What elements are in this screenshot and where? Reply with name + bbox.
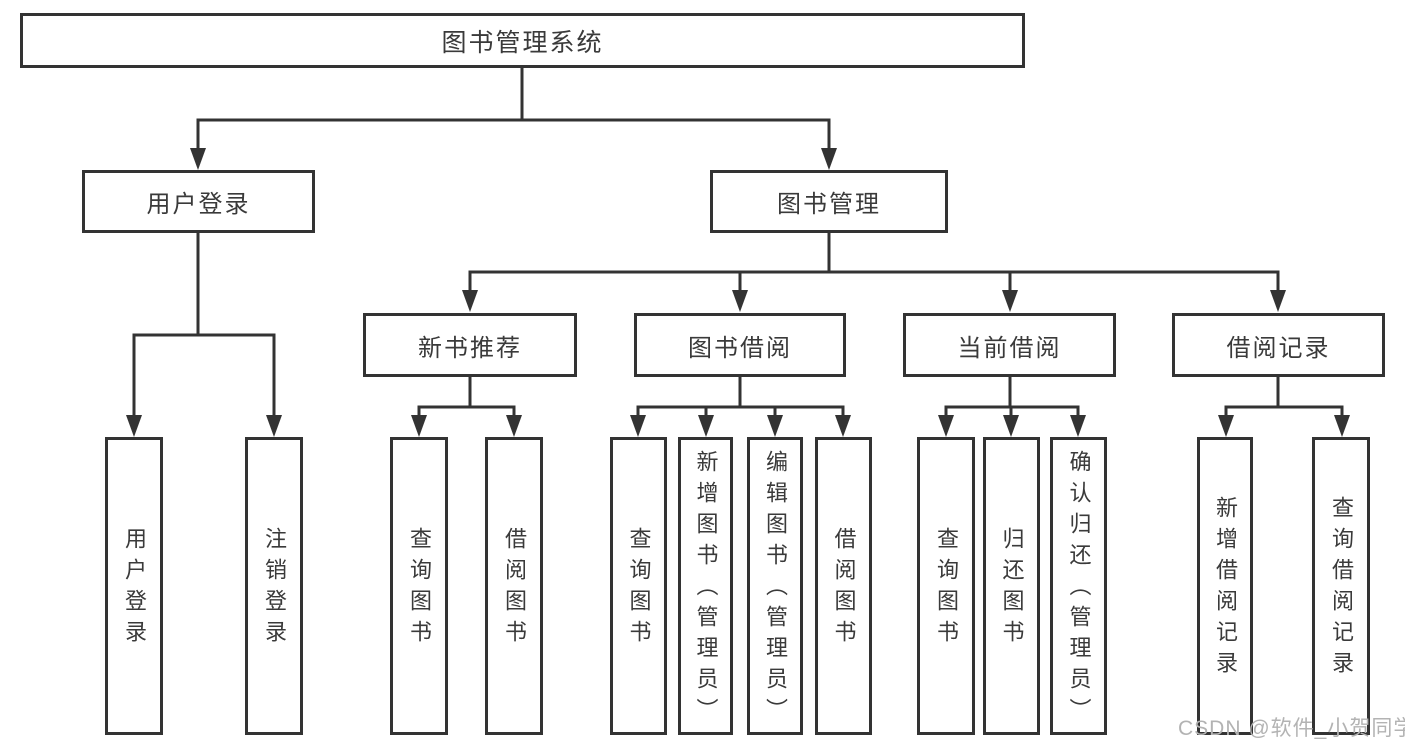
leaf-query-books-current: 查询图书 <box>917 437 975 735</box>
leaf-query-books-borrow: 查询图书 <box>610 437 667 735</box>
arrowheads-records-children <box>1218 415 1350 437</box>
leaf-borrow-books-recommend: 借阅图书 <box>485 437 543 735</box>
arrowheads-level2 <box>190 148 837 170</box>
node-user-login: 用户登录 <box>82 170 315 233</box>
leaf-return-books: 归还图书 <box>983 437 1040 735</box>
arrowheads-borrow-children <box>630 415 851 437</box>
node-book-management: 图书管理 <box>710 170 948 233</box>
connector-new-book-children <box>417 377 516 418</box>
connector-current-children <box>944 377 1080 418</box>
connector-root-to-level2 <box>196 68 831 151</box>
arrowheads-book-mgmt-children <box>462 290 1286 312</box>
leaf-query-books-recommend: 查询图书 <box>390 437 448 735</box>
arrowheads-new-book-children <box>411 415 522 437</box>
connector-book-mgmt-children <box>468 233 1280 293</box>
leaf-user-login: 用户登录 <box>105 437 163 735</box>
leaf-query-borrow-record: 查询借阅记录 <box>1312 437 1370 735</box>
leaf-borrow-books: 借阅图书 <box>815 437 872 735</box>
leaf-add-borrow-record: 新增借阅记录 <box>1197 437 1253 735</box>
arrowheads-user-login-children <box>126 415 282 437</box>
node-current-borrow: 当前借阅 <box>903 313 1116 377</box>
node-borrow-records: 借阅记录 <box>1172 313 1385 377</box>
arrowheads-current-children <box>938 415 1086 437</box>
leaf-logout: 注销登录 <box>245 437 303 735</box>
leaf-confirm-return-admin: 确认归还（管理员） <box>1050 437 1107 735</box>
node-new-book-recommend: 新书推荐 <box>363 313 577 377</box>
connector-borrow-children <box>636 377 845 418</box>
connector-user-login-children <box>132 233 276 418</box>
node-book-borrow: 图书借阅 <box>634 313 846 377</box>
node-library-system: 图书管理系统 <box>20 13 1025 68</box>
leaf-add-books-admin: 新增图书（管理员） <box>678 437 733 735</box>
csdn-watermark: CSDN @软件_小贺同学 <box>1178 717 1405 740</box>
leaf-edit-books-admin: 编辑图书（管理员） <box>747 437 803 735</box>
connector-records-children <box>1224 377 1344 418</box>
